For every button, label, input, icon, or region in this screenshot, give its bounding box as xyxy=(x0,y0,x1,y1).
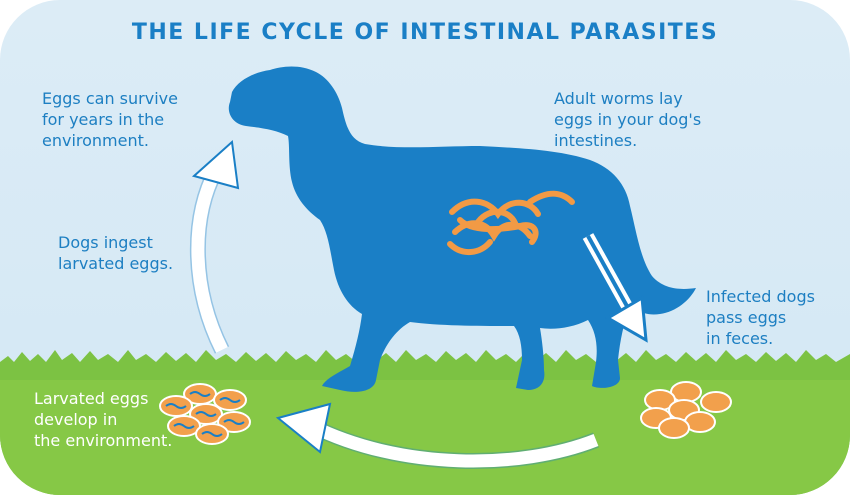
label-adult-worms: Adult worms lay eggs in your dog's intes… xyxy=(554,89,702,150)
arrow-up-curve-icon xyxy=(190,139,240,354)
worms xyxy=(447,190,575,255)
diagram-title: THE LIFE CYCLE OF INTESTINAL PARASITES xyxy=(131,20,719,45)
label-larvated-develop: Larvated eggs develop in the environment… xyxy=(34,389,173,450)
label-infected-dogs: Infected dogs pass eggs in feces. xyxy=(706,287,815,348)
arrow-left-curve-icon xyxy=(275,402,599,469)
grass xyxy=(0,350,850,495)
feces-eggs xyxy=(640,381,732,439)
label-eggs-survive: Eggs can survive for years in the enviro… xyxy=(42,89,178,150)
larvated-eggs xyxy=(159,383,251,445)
label-dogs-ingest: Dogs ingest larvated eggs. xyxy=(58,233,174,273)
arrow-down-icon xyxy=(582,233,648,343)
